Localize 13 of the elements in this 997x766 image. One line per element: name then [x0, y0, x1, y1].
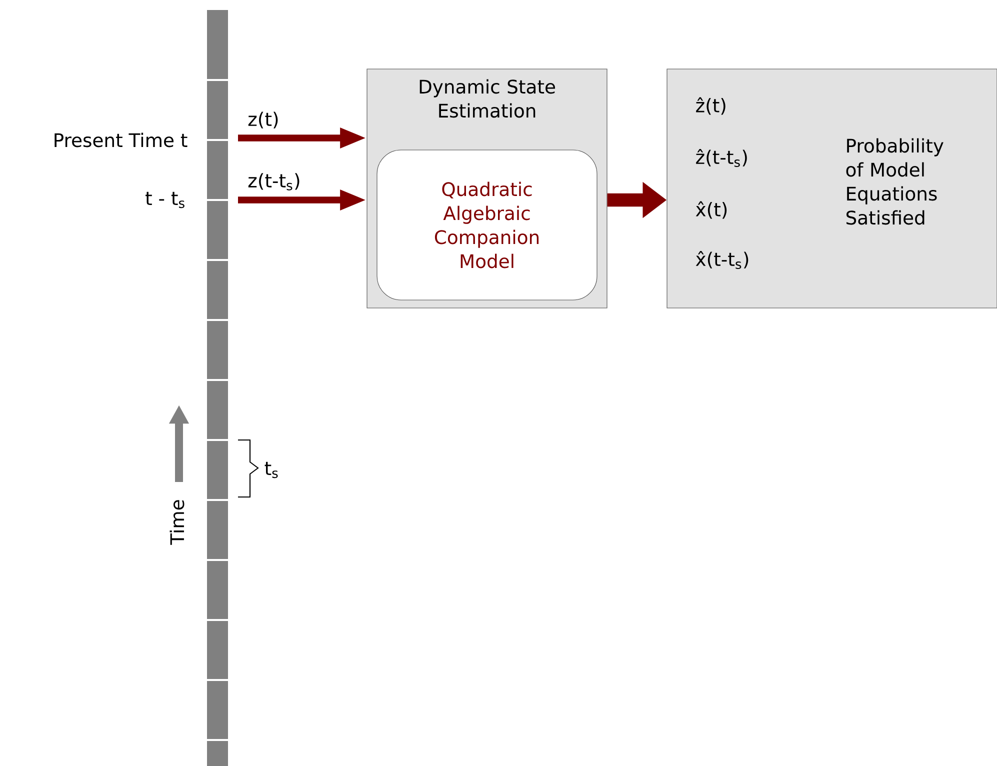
output-variable: x̂(t): [696, 201, 727, 219]
time-label: Time: [170, 500, 184, 545]
time-label: t$_{s}$: [264, 462, 278, 478]
time-label: Present Time t: [54, 132, 188, 148]
output-variable: x̂(t-t$_{s}$): [696, 251, 748, 269]
output-variable: ẑ(t): [696, 97, 726, 115]
inner-box: Quadratic Algebraic Companion Model: [376, 150, 598, 300]
edge-label: z(t): [248, 112, 278, 128]
output-text: Probability of Model Equations Satisfied: [846, 138, 944, 225]
edge-label: z(t-t$_{s}$): [248, 173, 300, 190]
time-label: t - t$_{s}$: [146, 192, 184, 208]
output-variable: ẑ(t-t$_{s}$): [696, 149, 747, 167]
output-box: [666, 68, 997, 308]
